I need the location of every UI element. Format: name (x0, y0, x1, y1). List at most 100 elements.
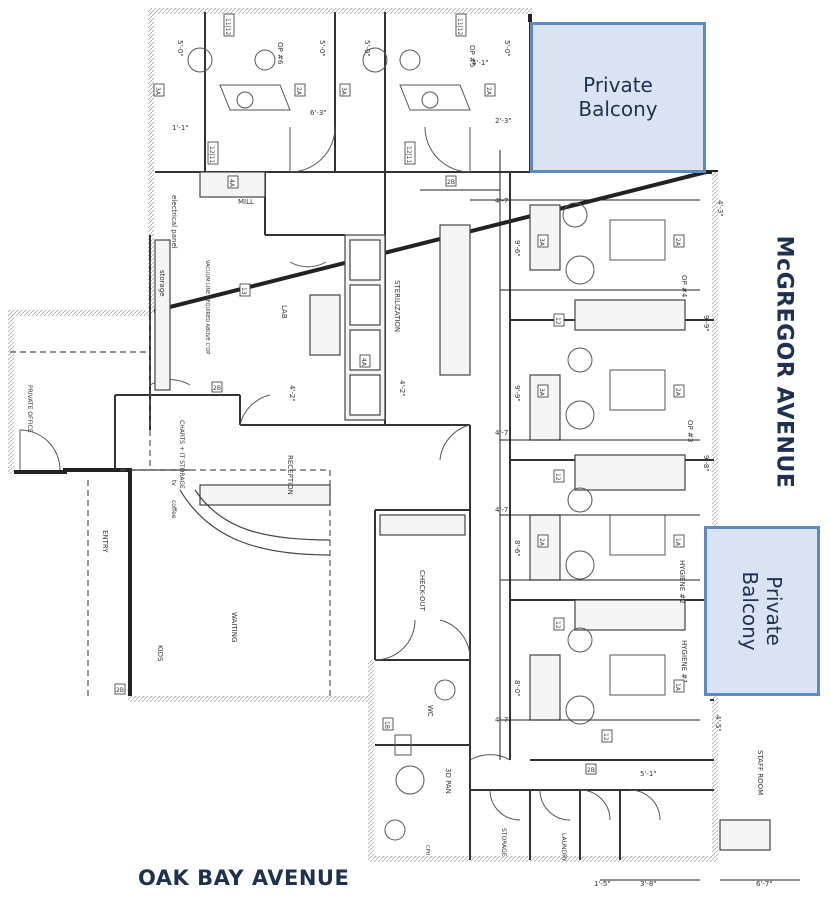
label-private-office: PRIVATE OFFICE (26, 385, 33, 433)
dim: 5'-0" (318, 40, 326, 57)
dimension-lines (420, 150, 800, 881)
balcony-right-line1: Private (762, 576, 786, 646)
dim: 2'-3" (495, 117, 512, 125)
tag: 2A (294, 83, 306, 97)
label-coffee: coffee (170, 500, 177, 519)
dim: 4'-7" (495, 506, 512, 514)
label-hygiene2: HYGIENE #2 (678, 560, 686, 604)
svg-text:12|11: 12|11 (208, 146, 215, 163)
label-op3: OP #3 (686, 420, 694, 442)
svg-text:11|12: 11|12 (456, 18, 463, 35)
label-lab: LAB (280, 305, 288, 319)
label-vacuum: VACUUM LINE REQUIRED ABOVE C'OP (204, 260, 210, 354)
private-balcony-right: Private Balcony (704, 526, 820, 696)
label-3d-pan: 3D PAN (444, 768, 452, 794)
svg-text:1B: 1B (383, 721, 390, 729)
svg-text:4A: 4A (360, 358, 367, 367)
svg-text:2B: 2B (213, 385, 221, 392)
svg-text:2A: 2A (295, 87, 302, 96)
svg-text:12: 12 (554, 317, 561, 325)
balcony-right-line2: Balcony (738, 571, 762, 651)
tag: 12 (553, 617, 565, 631)
equipment-tags: 11|12 11|12 12|11 12|11 3A 3A 2A 2A 2A 2… (114, 13, 685, 775)
dim: 4'-1" (472, 59, 489, 67)
svg-text:3A: 3A (538, 388, 545, 397)
svg-text:2A: 2A (674, 238, 681, 247)
dim: 9'-8" (702, 455, 710, 472)
label-wc: WC (426, 705, 434, 717)
svg-text:12: 12 (602, 733, 609, 741)
door-swings (19, 126, 661, 821)
tag: 2B (211, 381, 223, 393)
dim: 1'-5" (594, 880, 611, 888)
tag: 11|12 (455, 13, 467, 37)
svg-text:1A: 1A (674, 683, 681, 692)
dim: 4'-3" (716, 200, 724, 217)
label-storage2: STORAGE (500, 828, 507, 857)
dim: 4'-2" (288, 385, 296, 402)
dim: 4'-7" (495, 197, 512, 205)
tag: 3A (153, 83, 165, 97)
tag: 12|11 (207, 141, 219, 165)
tag: 2B (114, 683, 126, 695)
svg-text:13: 13 (240, 287, 247, 295)
svg-text:1A: 1A (674, 538, 681, 547)
svg-text:4A: 4A (228, 179, 235, 188)
dim: 9'-9" (513, 385, 521, 402)
reception-desk (130, 469, 331, 556)
dimension-labels: 5'-0" 5'-0" 5'-0" 5'-0" 4'-1" 6'-3" 2'-3… (172, 40, 773, 888)
tag: 11|12 (223, 13, 235, 37)
tag: 2A (537, 534, 549, 548)
svg-text:3A: 3A (340, 87, 347, 96)
room-labels: OP #6 OP #5 OP #4 OP #3 HYGIENE #2 HYGIE… (26, 42, 764, 862)
dim: 5'-0" (176, 40, 184, 57)
tag: 1A (673, 534, 685, 548)
tag: 2B (445, 175, 457, 187)
svg-text:12|11: 12|11 (405, 146, 412, 163)
exterior-wall-hatch (8, 8, 718, 862)
label-electrical: electrical panel (170, 195, 178, 249)
dim: 5'-0" (503, 40, 511, 57)
label-tv: tv (170, 480, 177, 486)
label-checkout: CHECK-OUT (418, 570, 426, 612)
dim: 4'-5" (714, 715, 722, 732)
svg-text:2B: 2B (116, 687, 124, 694)
tag: 4A (227, 175, 239, 189)
dim: 8'-6" (513, 540, 521, 557)
dim: 5'-0" (363, 40, 371, 57)
dim: 8'-0" (513, 680, 521, 697)
dim: 9'-9" (702, 315, 710, 332)
label-kids: KIDS (156, 645, 164, 662)
tag: 12 (553, 313, 565, 327)
svg-text:11|12: 11|12 (224, 18, 231, 35)
dim: 9'-6" (513, 240, 521, 257)
tag: 3A (537, 234, 549, 248)
street-label-oak-bay: OAK BAY AVENUE (138, 866, 350, 890)
tag: 12|11 (404, 141, 416, 165)
label-ceph: CPH (424, 845, 430, 856)
cabinetry (154, 171, 771, 851)
svg-text:2B: 2B (447, 179, 455, 186)
label-sterilization: STERILIZATION (393, 280, 401, 332)
dim: 4'-2" (398, 380, 406, 397)
svg-text:12: 12 (554, 621, 561, 629)
dim: 1'-1" (172, 124, 189, 132)
label-entry: ENTRY (101, 530, 109, 553)
balcony-top-line1: Private (583, 73, 653, 97)
tag: 12 (553, 469, 565, 483)
svg-text:2A: 2A (538, 538, 545, 547)
label-hygiene1: HYGIENE #1 (680, 640, 688, 684)
dim: 6'-3" (310, 109, 327, 117)
balcony-top-line2: Balcony (578, 97, 658, 121)
label-op4: OP #4 (680, 275, 688, 298)
label-op6: OP #6 (276, 42, 284, 65)
svg-text:12: 12 (554, 473, 561, 481)
tag: 2B (585, 763, 597, 775)
svg-text:2B: 2B (587, 767, 595, 774)
label-laundry: LAUNDRY (560, 833, 567, 862)
street-label-mcgregor-text: McGREGOR AVENUE (771, 235, 797, 489)
svg-text:2A: 2A (485, 87, 492, 96)
tag: 13 (239, 283, 251, 297)
dim: 4'-7" (495, 429, 512, 437)
